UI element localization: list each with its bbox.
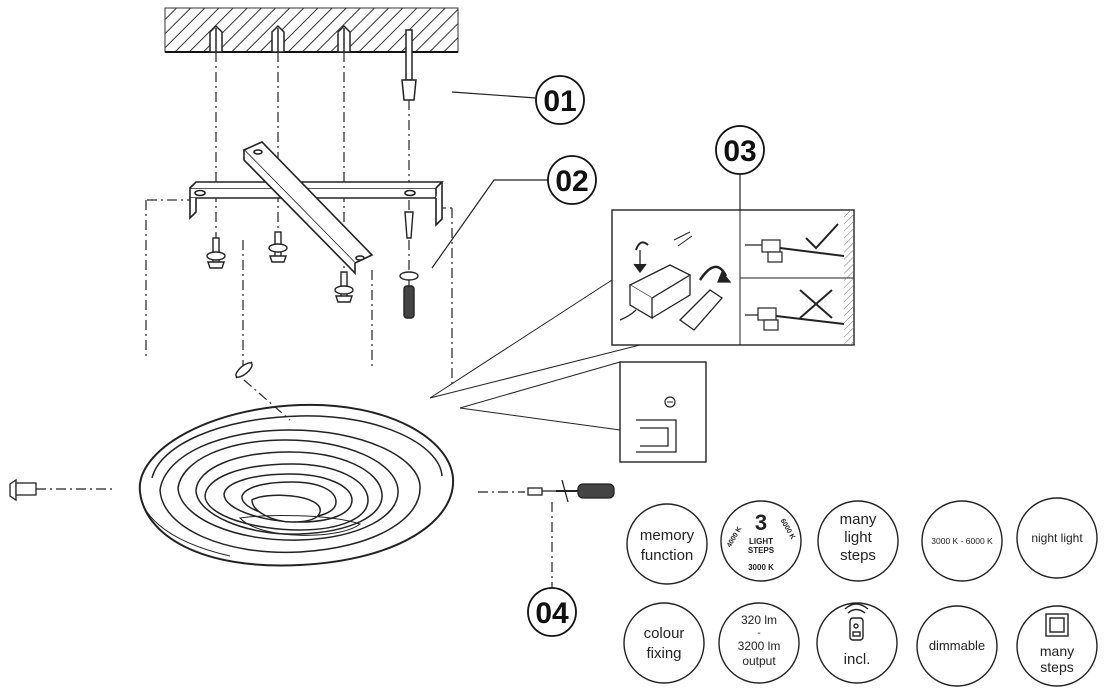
many-light-steps-icon: many light steps	[817, 500, 899, 582]
callout-01: 01	[451, 75, 585, 125]
callout-04: 04	[527, 502, 577, 637]
dimmable-icon: dimmable	[916, 605, 998, 687]
callout-04-label: 04	[535, 597, 569, 630]
svg-text:dimmable: dimmable	[929, 638, 985, 653]
connector-incorrect	[745, 289, 845, 331]
cct-range-icon: 3000 K - 6000 K	[921, 500, 1003, 582]
wall-plugs	[209, 24, 417, 101]
wiring-detail-panel	[611, 209, 855, 346]
svg-text:fixing: fixing	[646, 645, 681, 662]
mounting-bracket	[189, 141, 444, 275]
svg-text:steps: steps	[1040, 659, 1073, 675]
svg-text:many: many	[1040, 643, 1074, 659]
callout-02: 02	[431, 155, 597, 269]
svg-text:colour: colour	[644, 625, 685, 642]
screw-1	[206, 237, 226, 269]
screws	[206, 211, 419, 379]
side-fixings	[9, 478, 615, 503]
wall-plug-2	[271, 24, 285, 53]
side-screw-right	[527, 487, 560, 496]
svg-text:3000 K: 3000 K	[748, 563, 774, 572]
remote-control-icon: incl.	[816, 602, 898, 684]
lumen-output-icon: 320 lm - 3200 lm output	[718, 602, 800, 684]
ceiling-lamp	[138, 403, 455, 567]
callout-03: 03	[715, 125, 765, 210]
screw-3	[334, 271, 354, 303]
callout-01-label: 01	[543, 85, 576, 118]
zoom-lines	[429, 279, 641, 431]
alignment-lines	[145, 52, 453, 421]
screw-2	[268, 231, 288, 263]
screw-4	[399, 211, 419, 319]
svg-text:incl.: incl.	[844, 651, 871, 668]
svg-text:steps: steps	[840, 547, 876, 564]
feature-icons: memory function 3 LIGHT STEPS 4000 K 600…	[623, 497, 1098, 687]
svg-text:output: output	[742, 654, 776, 668]
screwdriver-icon	[556, 479, 615, 503]
night-light-icon: night light	[1016, 497, 1098, 579]
wall-plug-1	[209, 24, 223, 53]
svg-text:function: function	[641, 547, 694, 564]
svg-text:320 lm: 320 lm	[741, 613, 777, 627]
three-light-steps-icon: 3 LIGHT STEPS 4000 K 6000 K 3000 K	[720, 500, 802, 582]
wall-plug-3	[337, 24, 351, 53]
side-plug-left	[9, 478, 37, 502]
connector-correct	[745, 223, 845, 263]
screw-5	[235, 361, 253, 379]
callout-03-label: 03	[723, 135, 756, 168]
rod-4	[401, 29, 417, 101]
memory-function-icon: memory function	[626, 503, 708, 585]
many-steps-icon: many steps	[1016, 605, 1098, 687]
svg-text:light: light	[844, 529, 872, 546]
colour-fixing-icon: colour fixing	[623, 602, 705, 684]
svg-text:LIGHT: LIGHT	[749, 537, 773, 546]
svg-text:night light: night light	[1031, 531, 1083, 545]
terminal-block-illustration	[619, 231, 732, 331]
svg-text:3200 lm: 3200 lm	[738, 639, 781, 653]
svg-text:-: -	[757, 628, 760, 639]
screw-detail-panel	[619, 361, 707, 463]
svg-text:3: 3	[755, 510, 767, 535]
svg-text:3000 K - 6000 K: 3000 K - 6000 K	[931, 536, 993, 546]
svg-text:many: many	[840, 511, 877, 528]
svg-text:memory: memory	[640, 527, 695, 544]
svg-text:STEPS: STEPS	[748, 546, 775, 555]
ceiling	[164, 7, 459, 53]
callout-02-label: 02	[555, 165, 588, 198]
